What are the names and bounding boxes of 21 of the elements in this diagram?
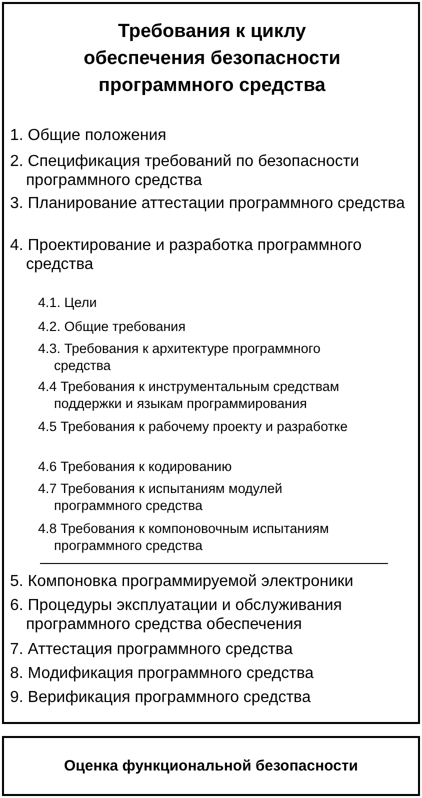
- list-item: 6. Процедуры эксплуатации и обслуживания программного средства обеспечения: [10, 596, 343, 634]
- section-box: [2, 2, 420, 724]
- sub-list-item: 4.5 Требования к рабочему проекту и разработке: [38, 418, 349, 435]
- sub-list-item: 4.6 Требования к кодированию: [38, 458, 233, 475]
- list-item: 3. Планирование аттестации программного средства: [10, 194, 406, 213]
- box-label: Оценка функциональной безопасности: [62, 758, 360, 774]
- list-item: 9. Верификация программного средства: [10, 688, 312, 707]
- list-item: 8. Модификация программного средства: [10, 664, 315, 683]
- sub-list-item: 4.4 Требования к инструментальным средствам поддержки и языкам программирования: [38, 378, 340, 412]
- sub-list-item: 4.1. Цели: [38, 294, 98, 311]
- list-item: 5. Компоновка программируемой электроники: [10, 572, 354, 591]
- sub-list-item: 4.2. Общие требования: [38, 318, 187, 335]
- sub-list-item: 4.8 Требования к компоновочным испытаниям программного средства: [38, 520, 330, 554]
- section-box: [2, 736, 420, 796]
- list-item: 4. Проектирование и разработка программного средства: [10, 236, 363, 274]
- list-item: 1. Общие положения: [10, 126, 168, 145]
- sub-list-item: 4.3. Требования к архитектуре программного средства: [38, 340, 322, 374]
- sub-list-item: 4.7 Требования к испытаниям модулей программного средства: [38, 480, 284, 514]
- list-item: 7. Аттестация программного средства: [10, 640, 294, 659]
- list-item: 2. Спецификация требований по безопасности программного средства: [10, 152, 360, 190]
- box-heading: Требования к циклу обеспечения безопасности программного средства: [82, 20, 342, 98]
